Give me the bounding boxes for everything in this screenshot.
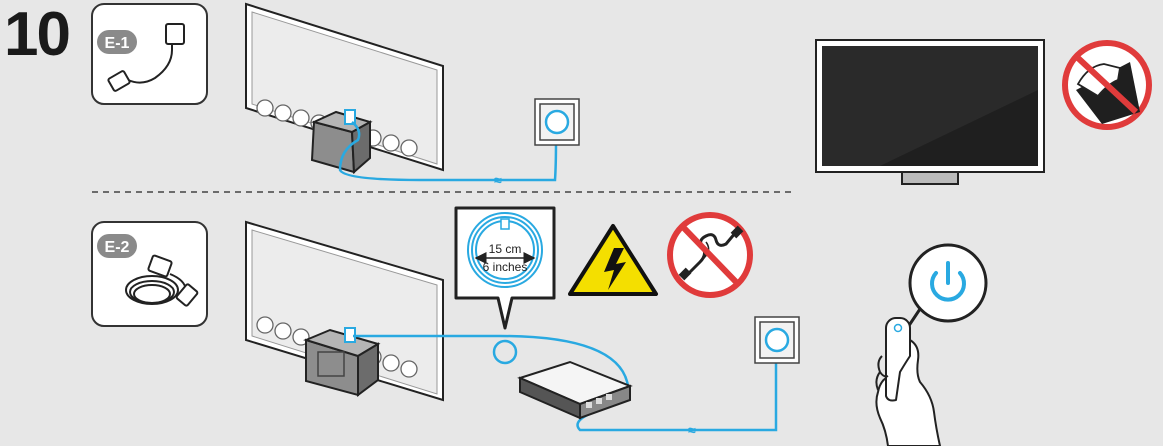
step-number: 10 (4, 0, 71, 69)
cable-length-callout: 15 cm 6 inches (454, 206, 556, 330)
hand-illustration (875, 339, 941, 446)
tv-power-port-top (344, 109, 356, 125)
kit-e1-label: E-1 (105, 35, 130, 52)
wall-outlet-icon (534, 98, 580, 146)
power-cable-top (338, 121, 558, 182)
no-touch-screen-icon (1062, 40, 1152, 130)
cable-length-cm: 15 cm (489, 242, 522, 256)
tv-rear-view-top (245, 2, 444, 175)
power-cable-icon (107, 23, 185, 92)
power-adapter-box (517, 360, 633, 420)
kit-e1-panel: E-1 (91, 3, 208, 105)
cable-break-mark-bottom: ≈ (688, 422, 696, 438)
cable-break-mark-top: ≈ (494, 172, 502, 188)
power-button-callout (904, 243, 988, 331)
long-power-cable-icon (125, 254, 199, 307)
power-cable-bottom-a (353, 334, 630, 387)
power-button-icon (930, 261, 966, 302)
tv-rear-view-bottom (245, 220, 444, 402)
cable-length-in: 6 inches (483, 260, 528, 274)
high-voltage-warning-icon (568, 224, 658, 296)
wall-outlet-bottom-icon (754, 316, 800, 364)
kit-e2-label: E-2 (105, 239, 130, 256)
no-bending-cable-icon (667, 212, 753, 298)
kit-e2-panel: E-2 (91, 221, 208, 327)
cable-coil (492, 339, 518, 365)
tv-front-view (815, 39, 1045, 185)
